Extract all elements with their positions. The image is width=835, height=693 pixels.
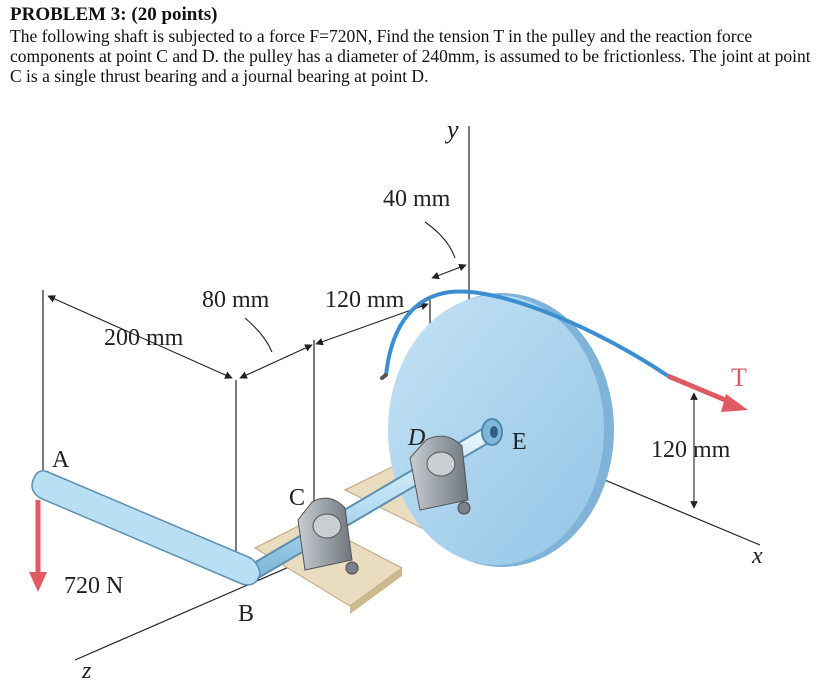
- axis-label-z: z: [81, 658, 92, 684]
- x-axis-line: [599, 477, 761, 546]
- tension-T-shaft: [667, 373, 731, 405]
- force-720N-head: [29, 572, 47, 592]
- point-label-B: B: [238, 601, 254, 627]
- dim-label-120: 120 mm: [325, 287, 405, 313]
- shaft-hub-E-inner: [490, 426, 498, 438]
- bearing-D: [409, 435, 471, 515]
- point-label-E: E: [512, 429, 527, 455]
- crank-arm: [31, 470, 261, 586]
- z-axis-line: [74, 559, 306, 661]
- bearings: [297, 435, 471, 575]
- bearing-C: [297, 497, 359, 575]
- point-label-A: A: [52, 447, 70, 473]
- base-plate-C-edge: [350, 568, 402, 614]
- dim-40-arrow: [431, 263, 467, 280]
- point-label-D: D: [407, 425, 425, 451]
- dim-40-leader: [424, 221, 456, 259]
- dim-80-arrow: [239, 344, 313, 379]
- dim-label-200: 200 mm: [104, 325, 184, 351]
- axis-label-y: y: [444, 115, 459, 144]
- problem-text: The following shaft is subjected to a fo…: [10, 26, 811, 86]
- force-label-T: T: [731, 363, 747, 392]
- problem-statement: PROBLEM 3: (20 points) The following sha…: [10, 4, 825, 86]
- belt: [384, 289, 670, 378]
- tension-T-head: [721, 394, 748, 412]
- dim-80-leader: [244, 317, 273, 353]
- crank-arm-body: [31, 470, 261, 586]
- dim-label-120-right: 120 mm: [651, 437, 731, 463]
- axis-label-x: x: [751, 543, 763, 569]
- problem-title: PROBLEM 3: (20 points): [10, 4, 218, 25]
- force-arrows: [29, 373, 748, 592]
- force-label-720N: 720 N: [64, 573, 123, 599]
- dim-label-40: 40 mm: [383, 186, 451, 212]
- dim-label-80: 80 mm: [202, 287, 270, 313]
- point-label-C: C: [289, 485, 305, 511]
- labels: y x z 40 mm 80 mm 120 mm 200 mm 120 mm A…: [52, 115, 763, 684]
- belt-tail: [380, 373, 388, 380]
- dim-200-arrow: [47, 295, 233, 379]
